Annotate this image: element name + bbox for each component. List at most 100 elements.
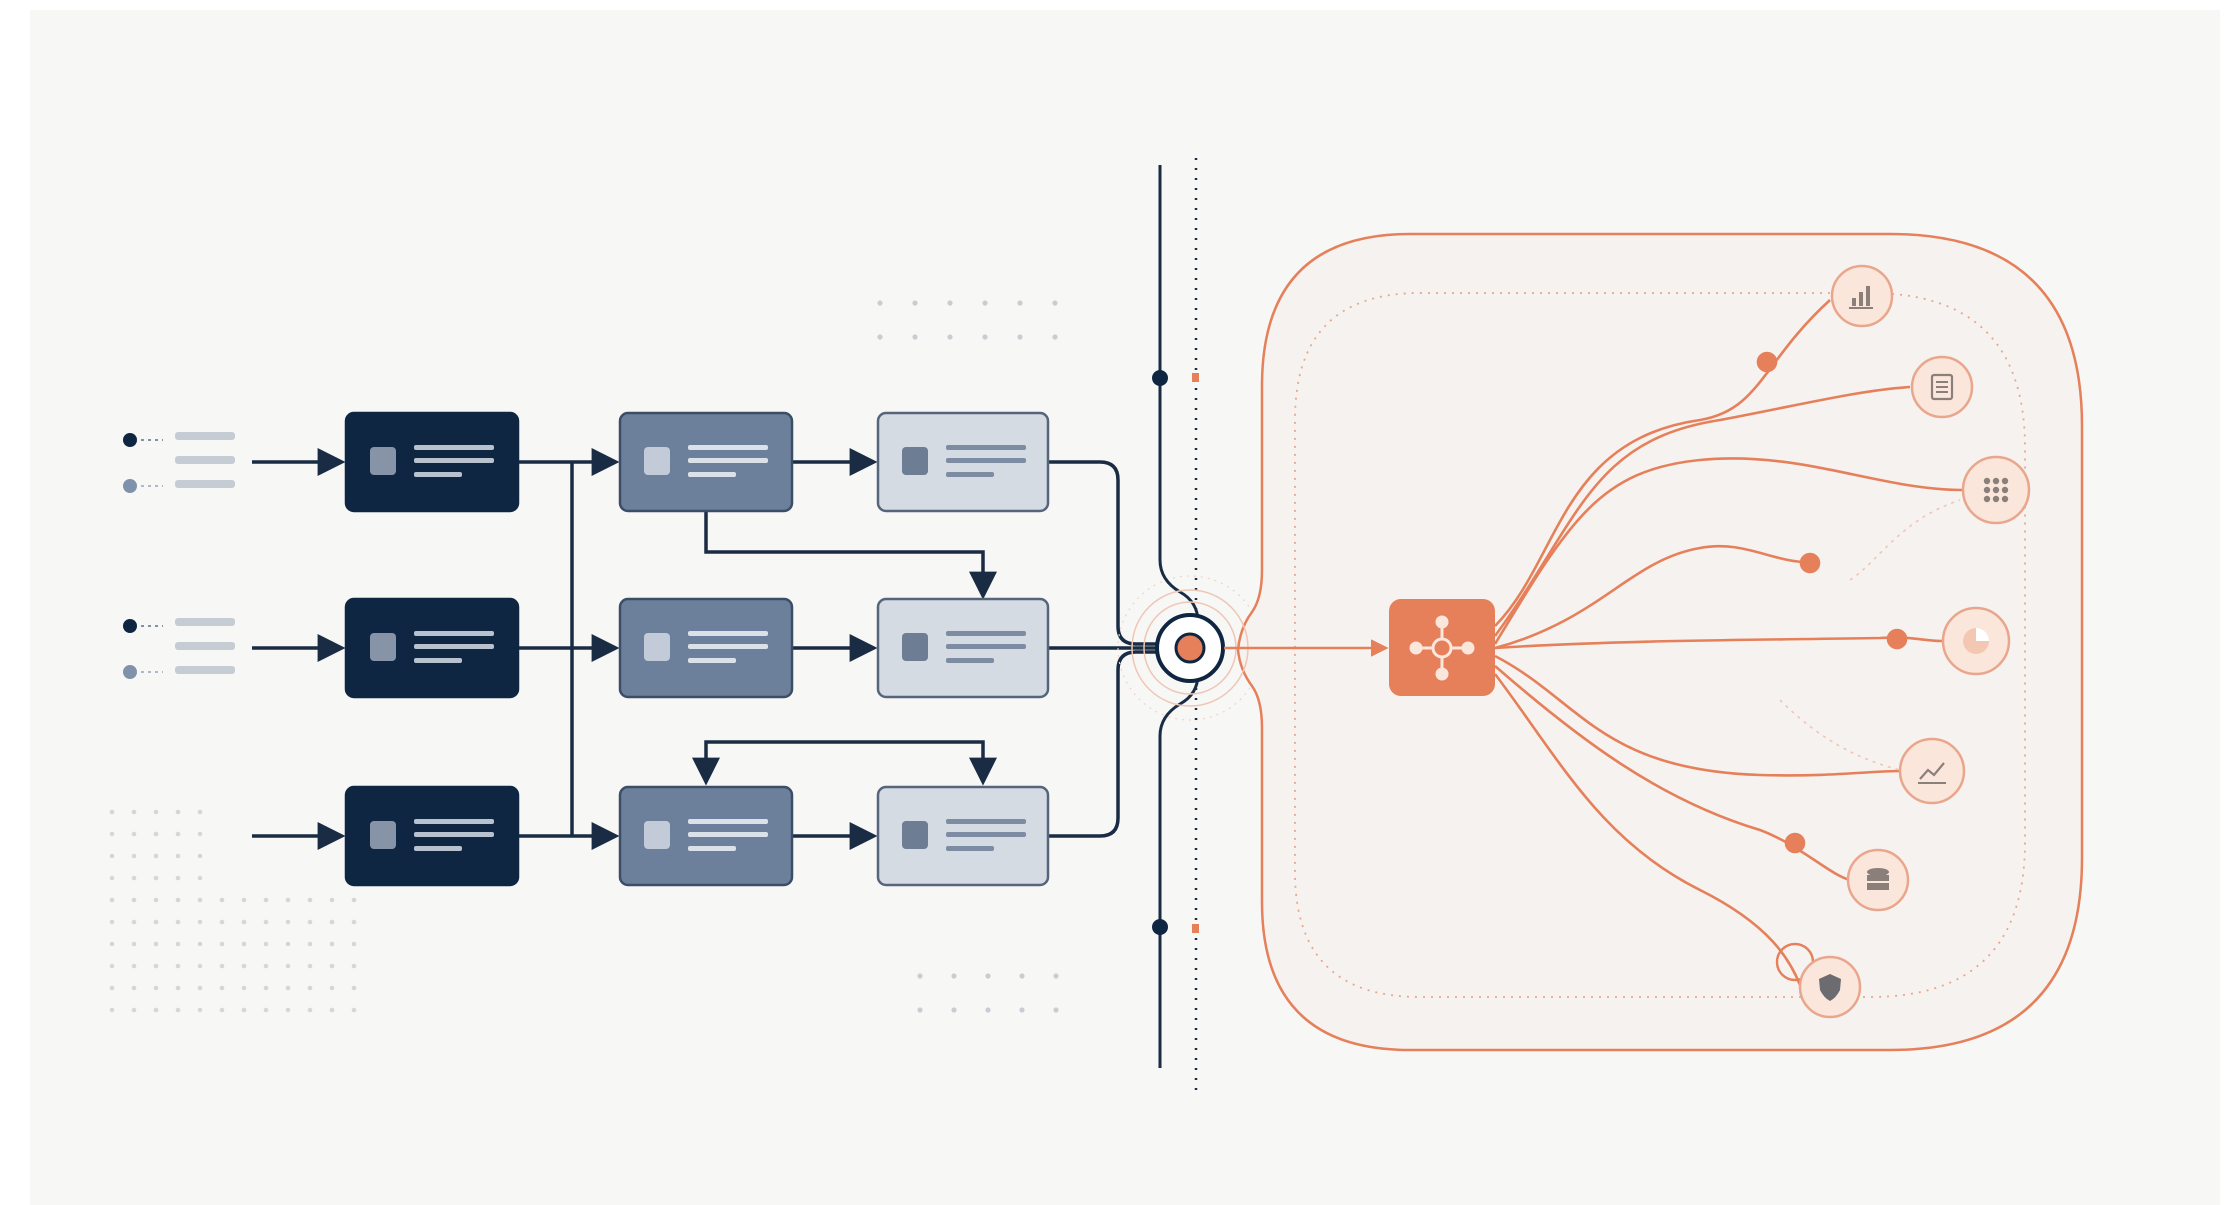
grid-dot bbox=[131, 897, 137, 903]
output-grid[interactable] bbox=[1961, 455, 2031, 525]
grid-dot bbox=[285, 963, 291, 969]
grid-dot bbox=[351, 919, 357, 925]
review-card[interactable] bbox=[876, 597, 1050, 699]
grid-dot bbox=[109, 919, 115, 925]
grid-dot bbox=[877, 334, 883, 340]
branch-curve bbox=[1493, 385, 1911, 637]
card-square-icon bbox=[644, 821, 670, 849]
database-icon bbox=[1867, 868, 1889, 890]
grid-dot bbox=[131, 1007, 137, 1013]
grid-dot bbox=[197, 897, 203, 903]
text-line-placeholder bbox=[175, 456, 235, 464]
input-row-middle bbox=[123, 618, 235, 679]
grid-dot bbox=[1019, 1007, 1025, 1013]
grid-dot bbox=[153, 831, 159, 837]
source-card[interactable] bbox=[344, 411, 520, 513]
grid-dot bbox=[175, 831, 181, 837]
line-chart-icon bbox=[1918, 762, 1946, 784]
grid-dot bbox=[131, 941, 137, 947]
grid-dot bbox=[109, 963, 115, 969]
grid-dot bbox=[307, 963, 313, 969]
grid-dot bbox=[351, 985, 357, 991]
grid-dot bbox=[109, 875, 115, 881]
card-text-line bbox=[414, 472, 462, 477]
grid-dot bbox=[131, 831, 137, 837]
card-text-line bbox=[414, 631, 494, 636]
card-square-icon bbox=[644, 633, 670, 661]
card-text-line bbox=[688, 658, 736, 663]
grid-dot bbox=[197, 919, 203, 925]
grid-dot bbox=[131, 875, 137, 881]
grid-dot bbox=[1017, 334, 1023, 340]
grid-dot bbox=[109, 941, 115, 947]
grid-dot bbox=[982, 300, 988, 306]
pie-chart-icon bbox=[1963, 628, 1989, 654]
grid-dot bbox=[175, 875, 181, 881]
connector-cross-down bbox=[704, 510, 997, 600]
process-card[interactable] bbox=[618, 785, 794, 887]
card-square-icon bbox=[902, 821, 928, 849]
review-card[interactable] bbox=[876, 411, 1050, 513]
source-card[interactable] bbox=[344, 597, 520, 699]
card-text-line bbox=[946, 846, 994, 851]
grid-dot bbox=[947, 334, 953, 340]
divider-marker-bottom bbox=[1152, 919, 1168, 935]
output-nodes bbox=[1798, 264, 2031, 1019]
card-text-line bbox=[688, 846, 736, 851]
source-card[interactable] bbox=[344, 785, 520, 887]
branch-junction-dot bbox=[1799, 552, 1821, 574]
card-text-line bbox=[688, 644, 768, 649]
branch-curve bbox=[1494, 544, 1804, 650]
grid-dot bbox=[197, 831, 203, 837]
grid-dot bbox=[1052, 334, 1058, 340]
card-text-line bbox=[414, 445, 494, 450]
card-square-icon bbox=[902, 633, 928, 661]
grid-dot bbox=[197, 941, 203, 947]
grid-dot bbox=[241, 1007, 247, 1013]
branch-curve bbox=[1494, 636, 1943, 650]
grid-dot bbox=[175, 963, 181, 969]
target-node-icon bbox=[1174, 632, 1206, 664]
grid-dot bbox=[175, 919, 181, 925]
grid-dot bbox=[153, 1007, 159, 1013]
grid-dot bbox=[329, 1007, 335, 1013]
grid-dot bbox=[877, 300, 883, 306]
text-line-placeholder bbox=[175, 666, 235, 674]
output-line-chart[interactable] bbox=[1898, 737, 1966, 805]
process-card[interactable] bbox=[618, 411, 794, 513]
grid-dot bbox=[263, 985, 269, 991]
divider-marker-top bbox=[1152, 370, 1168, 386]
branch-faint-curves bbox=[1779, 499, 1961, 771]
grid-dot bbox=[1052, 300, 1058, 306]
input-lists bbox=[123, 432, 235, 679]
grid-dot bbox=[951, 1007, 957, 1013]
grid-dot bbox=[351, 1007, 357, 1013]
grid-dot bbox=[263, 897, 269, 903]
card-text-line bbox=[414, 644, 494, 649]
output-document[interactable] bbox=[1910, 355, 1974, 419]
pipeline-cards bbox=[344, 411, 1050, 887]
grid-dot bbox=[285, 985, 291, 991]
output-security[interactable] bbox=[1798, 955, 1862, 1019]
card-text-line bbox=[688, 458, 768, 463]
dot-grid-top-center bbox=[877, 300, 1058, 340]
pipeline-connectors bbox=[252, 448, 1166, 850]
card-text-line bbox=[946, 445, 1026, 450]
card-text-line bbox=[946, 631, 1026, 636]
output-bar-chart[interactable] bbox=[1830, 264, 1894, 328]
connector-bracket-bottom bbox=[692, 740, 997, 786]
shield-icon bbox=[1819, 974, 1841, 1001]
output-pie-chart[interactable] bbox=[1941, 606, 2011, 676]
review-card[interactable] bbox=[876, 785, 1050, 887]
grid-dot bbox=[947, 300, 953, 306]
output-database[interactable] bbox=[1846, 848, 1910, 912]
grid-dot bbox=[219, 1007, 225, 1013]
process-card[interactable] bbox=[618, 597, 794, 699]
grid-dot bbox=[109, 897, 115, 903]
dot-grid-bottom-center bbox=[917, 973, 1059, 1013]
branch-junction-dot bbox=[1784, 832, 1806, 854]
hub-network-icon bbox=[1409, 615, 1475, 681]
text-line-placeholder bbox=[175, 642, 235, 650]
grid-dot bbox=[241, 985, 247, 991]
